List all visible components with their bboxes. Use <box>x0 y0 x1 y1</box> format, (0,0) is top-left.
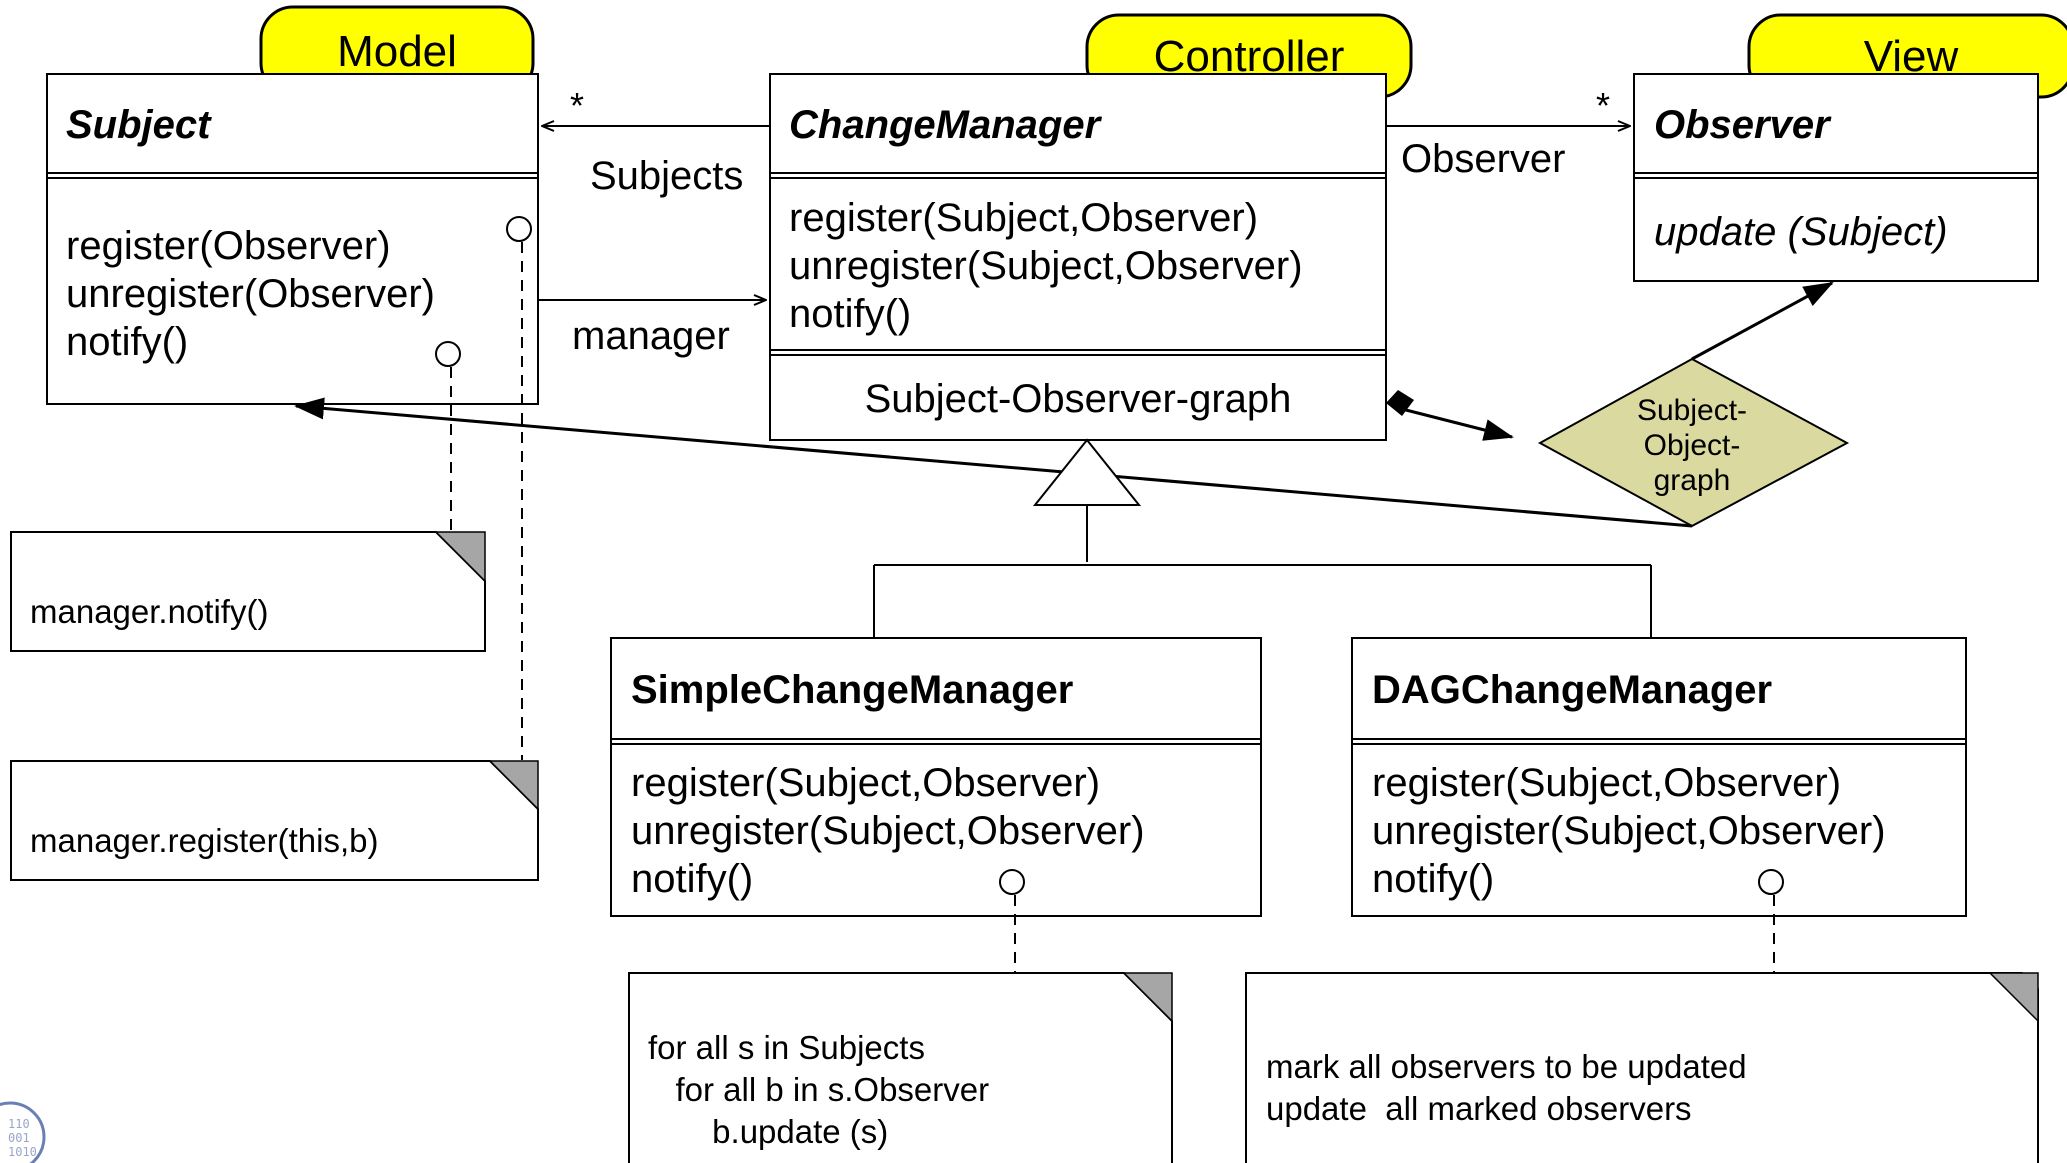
inheritance-triangle <box>1032 438 1142 506</box>
simple-notify-note-line-3: b.update (s) <box>648 1113 888 1150</box>
svg-text:001: 001 <box>8 1131 30 1145</box>
dag-notify-note-line-2: update all marked observers <box>1266 1090 1692 1127</box>
subject-notify-note-text: manager.notify() <box>30 593 268 630</box>
dag-notify-note-line-1: mark all observers to be updated <box>1266 1048 1747 1085</box>
controller-badge-label: Controller <box>1154 32 1345 81</box>
simple-notify-note: for all s in Subjects for all b in s.Obs… <box>628 972 1173 1163</box>
diamond-to-subject-link <box>294 397 1693 528</box>
subject-method-register: register(Observer) <box>66 224 391 268</box>
subject-method-notify: notify() <box>66 320 188 364</box>
change-manager-method-notify: notify() <box>789 292 911 336</box>
model-badge-label: Model <box>337 27 457 76</box>
subject-register-note-link <box>506 216 532 760</box>
dag-change-manager-class-name: DAGChangeManager <box>1372 668 1772 712</box>
diamond-to-observer-link <box>1691 281 1834 361</box>
change-manager-method-unregister: unregister(Subject,Observer) <box>789 244 1303 288</box>
subject-notify-note: manager.notify() <box>10 531 486 652</box>
dag-method-unregister: unregister(Subject,Observer) <box>1372 809 1886 853</box>
dag-method-register: register(Subject,Observer) <box>1372 761 1841 805</box>
observer-role-label: Observer <box>1401 137 1566 181</box>
svg-text:110: 110 <box>8 1117 30 1131</box>
simple-notify-note-line-2: for all b in s.Observer <box>648 1071 989 1108</box>
diamond-label-line-2: Object- <box>1644 429 1741 462</box>
subjects-role-label: Subjects <box>590 154 743 198</box>
subject-notify-note-link <box>435 341 461 530</box>
dag-change-manager-class: DAGChangeManager register(Subject,Observ… <box>1351 637 1967 917</box>
subject-register-note: manager.register(this,b) <box>10 760 539 881</box>
manager-role-label: manager <box>572 314 730 358</box>
observer-class-name: Observer <box>1654 103 1832 147</box>
change-manager-class: ChangeManager register(Subject,Observer)… <box>769 73 1387 441</box>
observer-method-update: update (Subject) <box>1654 210 1948 254</box>
change-manager-graph-attribute: Subject-Observer-graph <box>865 377 1292 421</box>
simple-notify-note-line-1: for all s in Subjects <box>648 1029 925 1066</box>
change-manager-method-register: register(Subject,Observer) <box>789 196 1258 240</box>
subjects-multiplicity: * <box>570 85 584 126</box>
diamond-label-line-1: Subject- <box>1637 394 1747 427</box>
composition-link <box>1386 390 1514 441</box>
subject-class: Subject register(Observer) unregister(Ob… <box>46 73 539 405</box>
simple-change-manager-class: SimpleChangeManager register(Subject,Obs… <box>610 637 1262 917</box>
subject-register-note-text: manager.register(this,b) <box>30 822 378 859</box>
subject-method-unregister: unregister(Observer) <box>66 272 435 316</box>
svg-text:1010: 1010 <box>8 1145 37 1159</box>
generalization-links <box>873 438 1652 638</box>
dag-method-notify: notify() <box>1372 857 1494 901</box>
simple-change-manager-class-name: SimpleChangeManager <box>631 668 1073 712</box>
observer-class: Observer update (Subject) <box>1633 73 2039 282</box>
diamond-label-line-3: graph <box>1654 464 1731 497</box>
simple-method-notify: notify() <box>631 857 753 901</box>
view-badge-label: View <box>1864 32 1959 81</box>
dag-notify-note-link <box>1758 869 1784 972</box>
subject-object-graph-diamond <box>1537 357 1850 528</box>
dag-notify-note: mark all observers to be updated update … <box>1245 972 2039 1163</box>
subject-class-name: Subject <box>66 103 212 147</box>
change-manager-class-name: ChangeManager <box>789 103 1103 147</box>
observer-multiplicity: * <box>1596 85 1610 126</box>
university-logo-icon: 110 001 1010 <box>0 1101 46 1163</box>
simple-notify-note-link <box>999 869 1025 972</box>
simple-method-unregister: unregister(Subject,Observer) <box>631 809 1145 853</box>
simple-method-register: register(Subject,Observer) <box>631 761 1100 805</box>
